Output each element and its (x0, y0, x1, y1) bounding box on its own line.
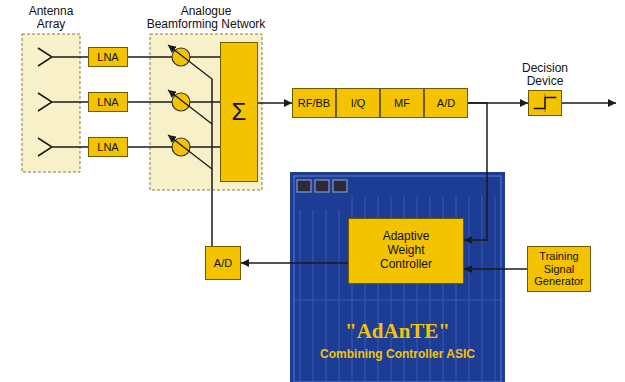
generator-box: Training Signal Generator (527, 246, 591, 292)
box-label: I/Q (351, 97, 366, 110)
box-label: LNA (97, 96, 118, 109)
antenna-region: Antenna Array (22, 34, 80, 172)
phase-shifter (168, 90, 212, 124)
asic-die (290, 172, 505, 382)
group-heading: Decision Device (513, 62, 577, 88)
decision-box: Decision Device (528, 90, 562, 116)
box-label: RF/BB (298, 97, 330, 110)
antenna-symbol (38, 48, 88, 156)
box-label: LNA (97, 141, 118, 154)
signal-connector (464, 268, 527, 270)
process-box: MF (380, 88, 424, 118)
signal-connector (464, 103, 487, 240)
box-label: Training Signal Generator (531, 250, 587, 288)
output-arrow (562, 102, 616, 104)
asic-die-label: Adaptive Weight Controller "AdAnTE" Combin… (290, 172, 505, 382)
signal-connector (241, 262, 348, 264)
box-label: Σ (232, 98, 247, 126)
group-heading: Analogue Beamforming Network (145, 5, 267, 31)
summing-box: Σ (220, 42, 258, 182)
group-heading: Antenna Array (16, 5, 86, 31)
converter-box: A/D (424, 88, 468, 118)
box-label: Adaptive Weight Controller (369, 230, 443, 271)
beamforming-region: ΣAnalogue Beamforming Network (150, 34, 262, 190)
controller-box: Adaptive Weight Controller (348, 218, 464, 284)
phase-shifter (168, 45, 212, 79)
converter-box: A/D (205, 246, 241, 280)
box-label: A/D (214, 257, 232, 270)
signal-connector (258, 102, 292, 104)
amplifier-box: LNA (88, 137, 128, 157)
control-bus (211, 79, 213, 246)
box-label: MF (394, 97, 410, 110)
amplifier-box: LNA (88, 92, 128, 112)
threshold-symbol (529, 91, 561, 115)
phase-shifter (168, 135, 212, 169)
process-box: RF/BB (292, 88, 336, 118)
chip-name: "AdAnTE" (345, 319, 450, 343)
process-box: I/Q (336, 88, 380, 118)
box-label: LNA (97, 51, 118, 64)
box-label: A/D (437, 97, 455, 110)
amplifier-box: LNA (88, 47, 128, 67)
chip-caption: Combining Controller ASIC (320, 348, 475, 362)
